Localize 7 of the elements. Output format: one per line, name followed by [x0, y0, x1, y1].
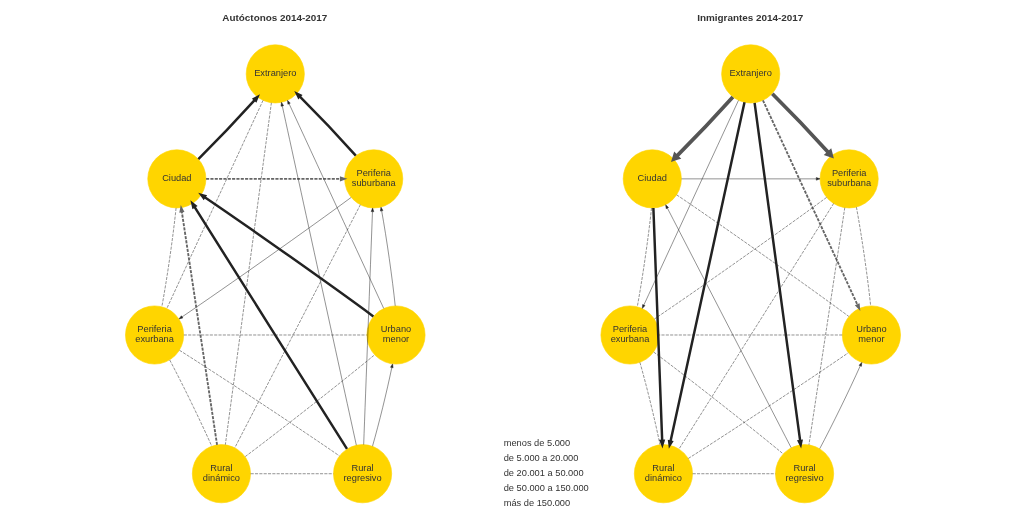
label: Inmigrantes 2014-2017	[697, 11, 804, 23]
legend-label: de 50.000 a 150.000	[503, 483, 589, 494]
legend-label: más de 150.000	[503, 497, 571, 508]
legend-label: de 20.001 a 50.000	[503, 468, 584, 479]
label: Autóctonos 2014-2017	[222, 11, 328, 23]
legend-label: menos de 5.000	[503, 438, 571, 449]
legend-label: de 5.000 a 20.000	[503, 453, 579, 464]
